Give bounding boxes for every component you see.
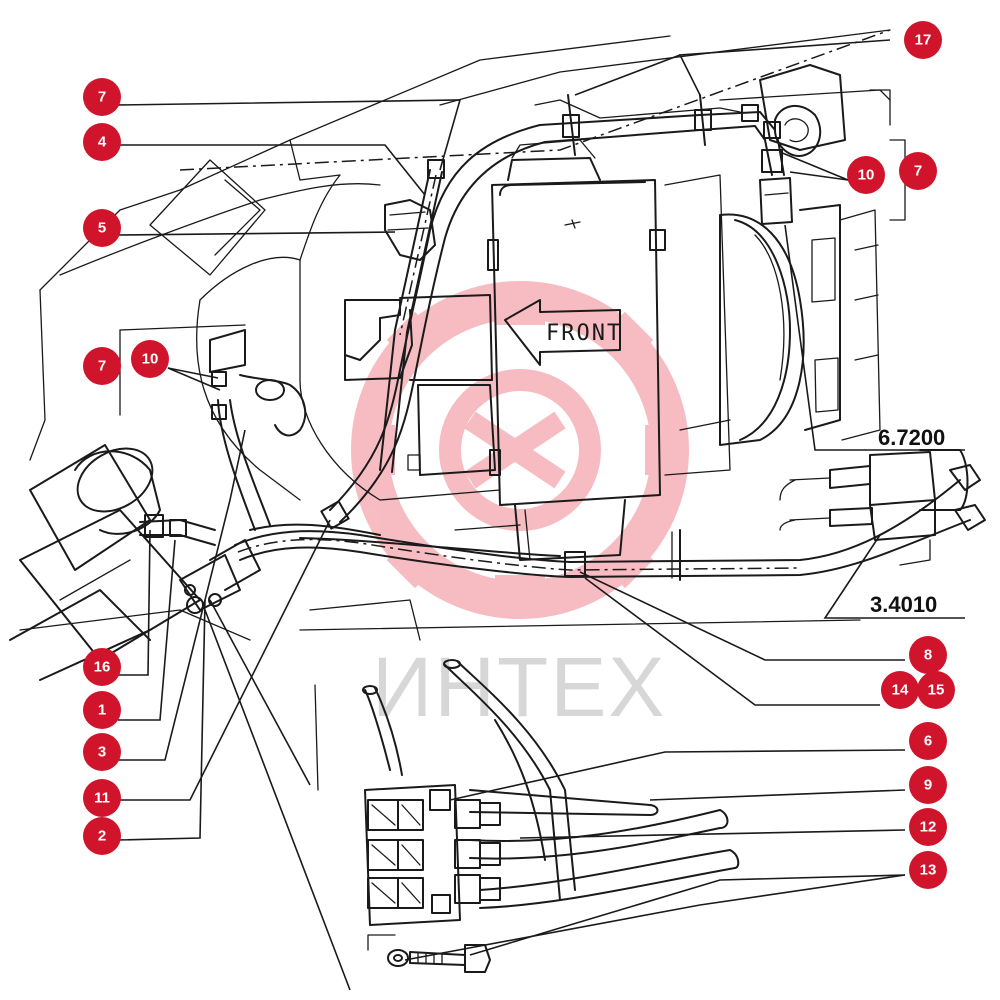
svg-text:5: 5 [98,220,106,237]
svg-text:13: 13 [920,862,937,879]
svg-text:10: 10 [858,167,875,184]
watermark-text: ИНТЕХ [372,640,666,734]
engine-block: FRONT [379,139,731,561]
callout-10-left: 10 [131,340,169,378]
callout-2: 2 [83,817,121,855]
reference-6-7200: 6.7200 [784,224,965,451]
filter-component [9,444,201,681]
right-valve-block [779,449,986,566]
svg-text:7: 7 [98,358,106,375]
svg-text:2: 2 [98,828,106,845]
right-pump-assembly [534,64,906,446]
callout-5: 5 [83,209,121,247]
svg-text:12: 12 [920,819,937,836]
reference-3-4010: 3.4010 [823,534,965,619]
callout-11: 11 [83,779,121,817]
svg-text:15: 15 [928,682,945,699]
reference-label-3-4010: 3.4010 [870,592,937,617]
callout-13: 13 [909,851,947,889]
svg-text:1: 1 [98,702,106,719]
svg-text:16: 16 [94,659,111,676]
callout-9: 9 [909,766,947,804]
callout-17: 17 [904,21,942,59]
svg-text:3: 3 [98,744,106,761]
callout-10-right: 10 [847,156,885,194]
manifold-fittings [367,799,501,914]
callout-8: 8 [909,636,947,674]
reference-label-6-7200: 6.7200 [878,425,945,450]
bolt-and-washer [367,934,491,973]
svg-text:14: 14 [892,682,909,699]
watermark-logo [351,281,689,619]
callout-7-right: 7 [899,152,937,190]
callout-16: 16 [83,648,121,686]
svg-text:17: 17 [915,32,932,49]
callout-7-left: 7 [83,347,121,385]
callout-12: 12 [909,808,947,846]
callout-15: 15 [917,671,955,709]
svg-text:11: 11 [94,790,110,807]
svg-text:8: 8 [924,647,932,664]
callout-leaders [117,39,906,991]
front-label: FRONT [546,321,622,346]
motor-assembly [344,199,496,476]
svg-text:10: 10 [142,351,159,368]
callout-1: 1 [83,691,121,729]
hose-lines [139,94,971,614]
svg-text:7: 7 [914,163,922,180]
callout-6: 6 [909,722,947,760]
svg-text:4: 4 [98,134,107,151]
svg-text:9: 9 [924,777,932,794]
callout-4: 4 [83,123,121,161]
svg-text:6: 6 [924,733,932,750]
callout-14: 14 [881,671,919,709]
callout-7-top: 7 [83,78,121,116]
callout-3: 3 [83,733,121,771]
svg-text:7: 7 [98,89,106,106]
